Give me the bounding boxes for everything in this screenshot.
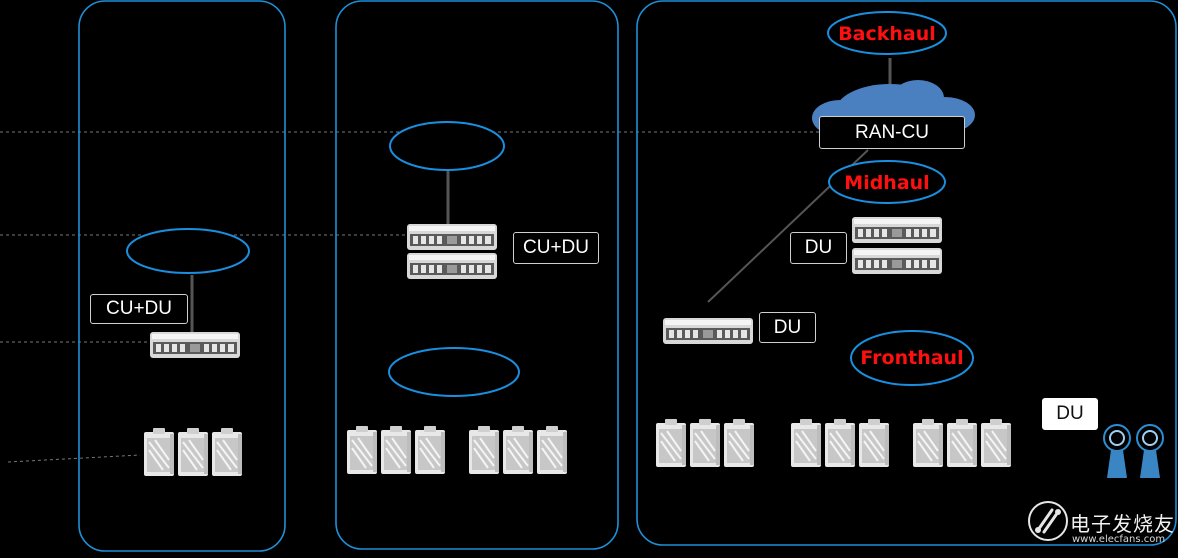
server-icon — [407, 253, 497, 279]
ellipse-fronthaul — [850, 330, 974, 386]
panel-middle — [335, 0, 619, 550]
rru-group-right-3 — [912, 418, 1012, 468]
ellipse-middle-top — [389, 121, 505, 171]
rru-group-middle-1 — [346, 425, 446, 475]
antenna-icon — [1103, 424, 1131, 478]
server-icon — [663, 318, 753, 344]
server-icon — [407, 224, 497, 250]
rru-group-right-2 — [790, 418, 890, 468]
panel-right — [636, 0, 1177, 546]
ellipse-backhaul — [827, 11, 947, 55]
panel-left — [78, 0, 286, 552]
du-label-1: DU — [790, 232, 847, 264]
cu-du-label-left: CU+DU — [90, 294, 188, 324]
ellipse-midhaul — [828, 160, 946, 204]
watermark-logo-icon — [1028, 501, 1068, 541]
backhaul-label: Backhaul — [838, 23, 936, 45]
server-icon — [150, 332, 240, 358]
midhaul-label: Midhaul — [844, 172, 930, 194]
connector-lines — [190, 58, 892, 335]
rru-group-left — [143, 427, 243, 477]
cu-du-label-middle: CU+DU — [513, 232, 599, 264]
ran-cu-label: RAN-CU — [819, 116, 965, 149]
watermark-text: 电子发烧友 — [1070, 512, 1175, 536]
du-label-2: DU — [759, 312, 816, 343]
rru-group-middle-2 — [468, 425, 568, 475]
du-label-3: DU — [1042, 398, 1098, 430]
server-icon — [852, 248, 942, 274]
antenna-icon — [1136, 424, 1164, 478]
server-icon — [852, 217, 942, 243]
fronthaul-label: Fronthaul — [860, 347, 964, 369]
ellipse-middle-bottom — [388, 347, 520, 397]
ellipse-left — [126, 228, 250, 274]
rru-group-right-1 — [655, 418, 755, 468]
watermark-url: www.elecfans.com — [1072, 534, 1166, 545]
